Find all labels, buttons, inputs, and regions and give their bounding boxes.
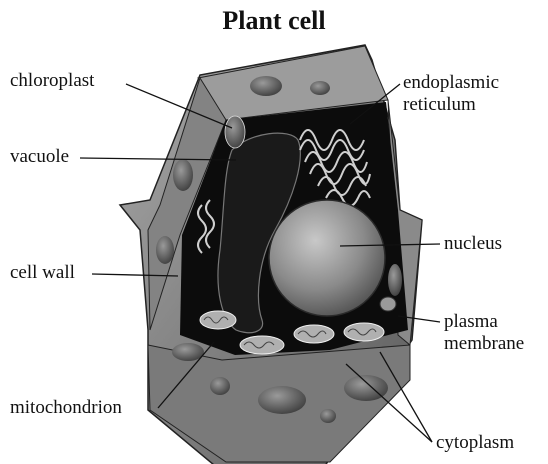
label-plasma-line1: plasma xyxy=(444,311,498,332)
label-nucleus: nucleus xyxy=(444,233,502,254)
label-vacuole: vacuole xyxy=(10,146,69,167)
label-chloroplast: chloroplast xyxy=(10,70,94,91)
vesicle xyxy=(380,297,396,311)
label-mitochondrion: mitochondrion xyxy=(10,397,122,418)
label-cell-wall: cell wall xyxy=(10,262,75,283)
label-cytoplasm: cytoplasm xyxy=(436,432,514,453)
label-plasma-line2: membrane xyxy=(444,333,524,354)
label-er-line2: reticulum xyxy=(403,94,476,115)
nucleus xyxy=(269,200,385,316)
label-er-line1: endoplasmic xyxy=(403,72,499,93)
